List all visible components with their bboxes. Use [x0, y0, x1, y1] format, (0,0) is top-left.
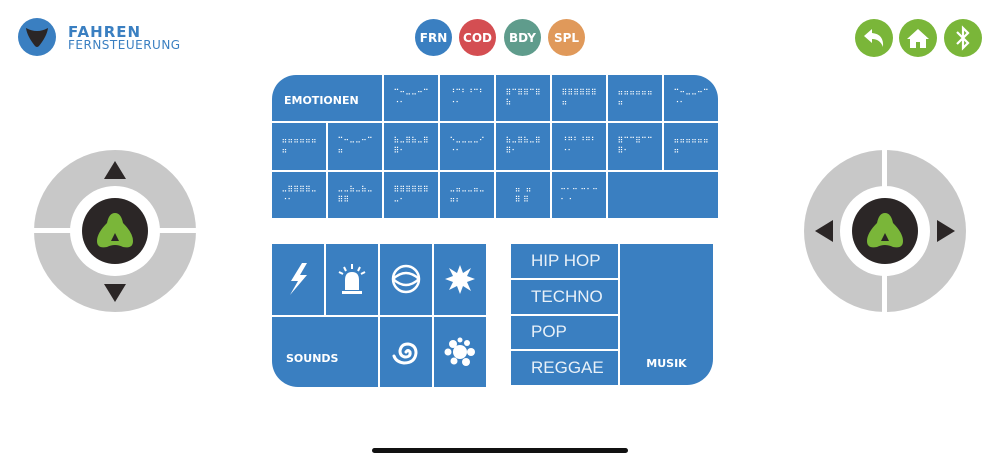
emotion-button[interactable]: ⠤⠤⠷⠤⠷⠤ ⠿⠿: [328, 171, 382, 218]
arrow-right-icon[interactable]: [936, 219, 956, 243]
right-joystick[interactable]: [804, 150, 966, 312]
back-button[interactable]: [855, 19, 893, 57]
genre-techno-button[interactable]: TECHNO: [511, 279, 618, 314]
emotion-button[interactable]: ⠉⠒⠤⠤⠒⠉ ⠐⠂: [384, 75, 438, 122]
mode-bdy-button[interactable]: BDY: [504, 19, 541, 56]
mode-cod-button[interactable]: COD: [459, 19, 496, 56]
bluetooth-icon: [956, 25, 970, 51]
mode-spl-button[interactable]: SPL: [548, 19, 585, 56]
emotion-button[interactable]: ⠿⠿⠿⠿⠿⠿ ⠶: [552, 75, 606, 122]
siren-icon: [338, 264, 366, 295]
emotion-button[interactable]: ⠿⠉⠿⠿⠉⠿ ⠷: [496, 75, 550, 122]
robot-logo-icon: [97, 213, 133, 248]
emotion-button[interactable]: ⠑⠤⠤⠤⠤⠊ ⠐⠂: [440, 123, 494, 170]
page-subtitle: FERNSTEUERUNG: [68, 38, 181, 52]
emotion-button[interactable]: ⠶⠶⠶⠶⠶⠶ ⠶: [664, 123, 718, 170]
robot-logo-icon: [867, 213, 903, 248]
sound-siren-button[interactable]: [326, 244, 378, 315]
page-title: FAHREN: [68, 23, 142, 41]
ball-icon: [391, 265, 421, 294]
lightning-icon: [290, 263, 307, 296]
emotion-button[interactable]: ⠶ ⠶ ⠿ ⠿: [496, 171, 550, 218]
joystick-knob[interactable]: [82, 198, 148, 264]
sounds-panel: SOUNDS: [272, 244, 486, 387]
emotion-button[interactable]: ⠶⠶⠶⠶⠶⠶ ⠶: [608, 75, 662, 122]
emotion-button[interactable]: ⠶⠶⠶⠶⠶⠶ ⠶: [272, 123, 326, 170]
bluetooth-button[interactable]: [944, 19, 982, 57]
emotion-button[interactable]: ⠿⠿⠿⠿⠿⠿ ⠤⠂: [384, 171, 438, 218]
home-button[interactable]: [899, 19, 937, 57]
sound-ball-button[interactable]: [380, 244, 432, 315]
emotion-button[interactable]: ⠷⠤⠿⠷⠤⠿ ⠿⠂: [496, 123, 550, 170]
emotion-button[interactable]: ⠒⠂⠒ ⠒⠂⠒ ⠂ ⠂: [552, 171, 606, 218]
emotion-button[interactable]: ⠿⠉⠉⠿⠉⠉ ⠿⠂: [608, 123, 662, 170]
home-icon: [907, 29, 929, 48]
genre-hip-hop-button[interactable]: HIP HOP: [511, 244, 618, 278]
emotion-empty-cell: [608, 171, 718, 218]
home-indicator[interactable]: [372, 448, 628, 453]
explosion-icon: [445, 265, 475, 295]
emotions-label: EMOTIONEN: [272, 75, 382, 122]
emotions-label-text: EMOTIONEN: [284, 94, 359, 108]
arrow-down-icon[interactable]: [103, 283, 127, 303]
emotion-button[interactable]: ⠘⠛⠃⠘⠛⠃ ⠐⠂: [552, 123, 606, 170]
arrow-left-icon[interactable]: [814, 219, 834, 243]
emotions-panel: EMOTIONEN ⠉⠒⠤⠤⠒⠉ ⠐⠂⠘⠉⠃⠘⠉⠃ ⠐⠂⠿⠉⠿⠿⠉⠿ ⠷⠿⠿⠿⠿…: [272, 75, 718, 218]
emotion-button[interactable]: ⠤⠿⠿⠿⠿⠤ ⠐⠂: [272, 171, 326, 218]
sounds-label: SOUNDS: [272, 316, 378, 387]
emotion-button[interactable]: ⠉⠒⠤⠤⠒⠉ ⠐⠂: [664, 75, 718, 122]
music-panel: HIP HOP MUSIK TECHNO POP REGGAE: [511, 244, 713, 385]
music-label: MUSIK: [620, 244, 713, 385]
mode-frn-button[interactable]: FRN: [415, 19, 452, 56]
sounds-label-text: SOUNDS: [286, 351, 339, 365]
genre-pop-button[interactable]: POP: [511, 315, 618, 350]
splat-icon: [444, 337, 475, 366]
sound-lightning-button[interactable]: [272, 244, 324, 315]
sound-splat-button[interactable]: [434, 316, 486, 387]
sound-explosion-button[interactable]: [434, 244, 486, 315]
emotion-button[interactable]: ⠤⠶⠤⠤⠶⠤ ⠶⠆: [440, 171, 494, 218]
left-joystick[interactable]: [34, 150, 196, 312]
music-label-text: MUSIK: [646, 357, 687, 370]
head-icon: [26, 28, 48, 47]
emotion-button[interactable]: ⠷⠤⠿⠷⠤⠿ ⠿⠂: [384, 123, 438, 170]
app-logo: [18, 18, 56, 56]
sound-spiral-button[interactable]: [380, 316, 432, 387]
emotion-button[interactable]: ⠘⠉⠃⠘⠉⠃ ⠐⠂: [440, 75, 494, 122]
spiral-icon: [392, 342, 418, 365]
arrow-up-icon[interactable]: [103, 160, 127, 180]
genre-reggae-button[interactable]: REGGAE: [511, 351, 618, 385]
back-icon: [864, 29, 884, 47]
emotion-button[interactable]: ⠉⠒⠤⠤⠒⠉ ⠶: [328, 123, 382, 170]
joystick-knob[interactable]: [852, 198, 918, 264]
